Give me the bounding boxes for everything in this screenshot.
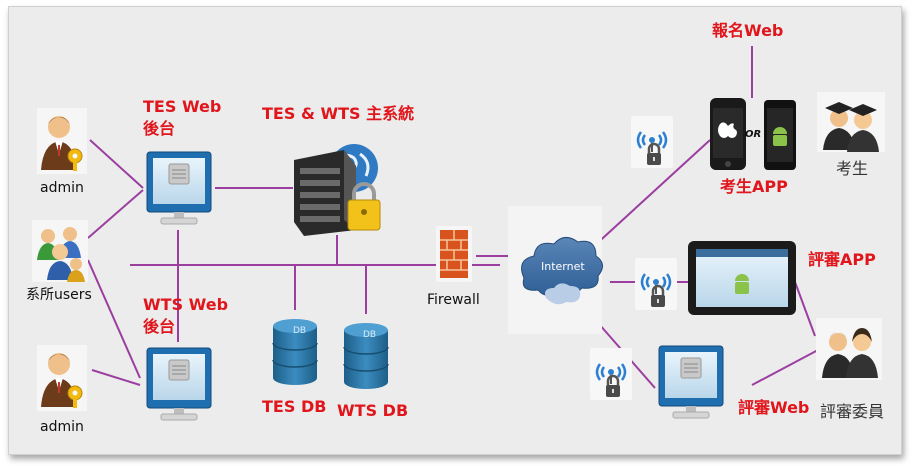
signup-web-label: 報名Web xyxy=(712,21,784,40)
reviewer-committee-label: 評審委員 xyxy=(820,402,885,421)
admin-user-key-icon xyxy=(36,107,88,175)
admin-top-label: admin xyxy=(40,180,84,196)
main-system-label: TES & WTS 主系統 xyxy=(262,104,415,123)
firewall-label: Firewall xyxy=(427,292,480,308)
server-globe-lock-icon xyxy=(294,144,381,236)
dept-users-label: 系所users xyxy=(26,287,92,303)
tes-db-label: TES DB xyxy=(262,397,327,416)
tes-web-backend-label: 後台 xyxy=(143,119,176,138)
tes-web-monitor-icon xyxy=(146,151,212,225)
internet-label: Internet xyxy=(541,260,585,273)
reviewer-web-label: 評審Web xyxy=(738,398,810,417)
wts-web-monitor-icon xyxy=(146,347,212,421)
examinee-app-label: 考生APP xyxy=(720,177,788,196)
examinee-label: 考生 xyxy=(836,159,869,178)
wts-web-backend-label: 後台 xyxy=(143,317,176,336)
wireless-lock-icon xyxy=(588,346,634,402)
reviewer-app-label: 評審APP xyxy=(808,250,876,269)
internet-cloud-icon xyxy=(508,206,603,334)
group-users-icon xyxy=(32,220,88,282)
tes-web-label: TES Web xyxy=(143,97,222,116)
tes-db-badge: DB xyxy=(293,326,306,336)
reviewer-web-monitor-icon xyxy=(658,345,724,419)
wts-db-badge: DB xyxy=(363,330,376,340)
wts-db-label: WTS DB xyxy=(337,401,409,420)
reviewers-icon xyxy=(816,318,882,380)
iphone-icon xyxy=(710,98,746,170)
graduates-icon xyxy=(817,92,885,152)
wireless-lock-icon xyxy=(633,256,679,312)
wts-web-label: WTS Web xyxy=(143,295,229,314)
wireless-lock-icon xyxy=(629,114,675,170)
firewall-icon xyxy=(436,226,472,282)
admin-bottom-label: admin xyxy=(40,419,84,435)
android-phone-icon xyxy=(764,100,796,170)
tablet-android-icon xyxy=(688,241,796,315)
admin-user-key-icon xyxy=(36,344,88,412)
or-label: OR xyxy=(745,129,761,140)
